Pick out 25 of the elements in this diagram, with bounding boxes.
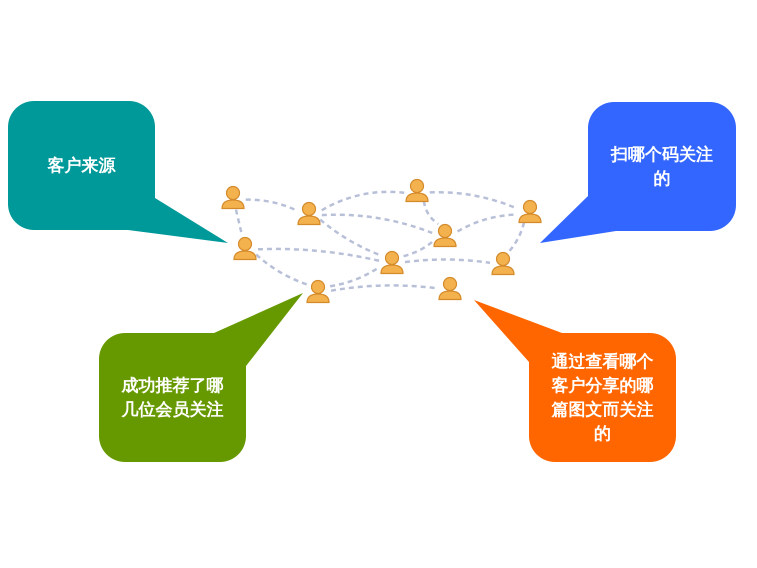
person-icon — [404, 177, 430, 203]
dashed-connector — [422, 200, 439, 225]
person-icon — [296, 200, 322, 226]
person-icon — [437, 275, 463, 301]
callout-text: 扫哪个码关注的 — [610, 144, 714, 190]
dashed-connector — [321, 190, 404, 212]
person-icon — [517, 198, 543, 224]
callout-text: 通过查看哪个客户分享的哪篇图文而关注的 — [550, 350, 654, 446]
person-icon — [432, 222, 458, 248]
dashed-connector — [330, 284, 438, 292]
dashed-connector — [508, 222, 526, 252]
person-icon — [305, 278, 331, 304]
person-icon — [379, 249, 405, 275]
person-icon — [220, 184, 246, 210]
person-icon — [490, 250, 516, 276]
dashed-connector — [404, 258, 490, 264]
person-icon — [232, 235, 258, 261]
dashed-connector — [403, 240, 434, 258]
callout-text: 客户来源 — [46, 154, 117, 178]
dashed-connector — [258, 248, 380, 262]
dashed-connector — [246, 198, 297, 212]
callout-text: 成功推荐了哪几位会员关注 — [120, 374, 224, 422]
dashed-connector — [255, 254, 308, 286]
dashed-connector — [322, 214, 433, 234]
dashed-connector — [319, 218, 382, 257]
